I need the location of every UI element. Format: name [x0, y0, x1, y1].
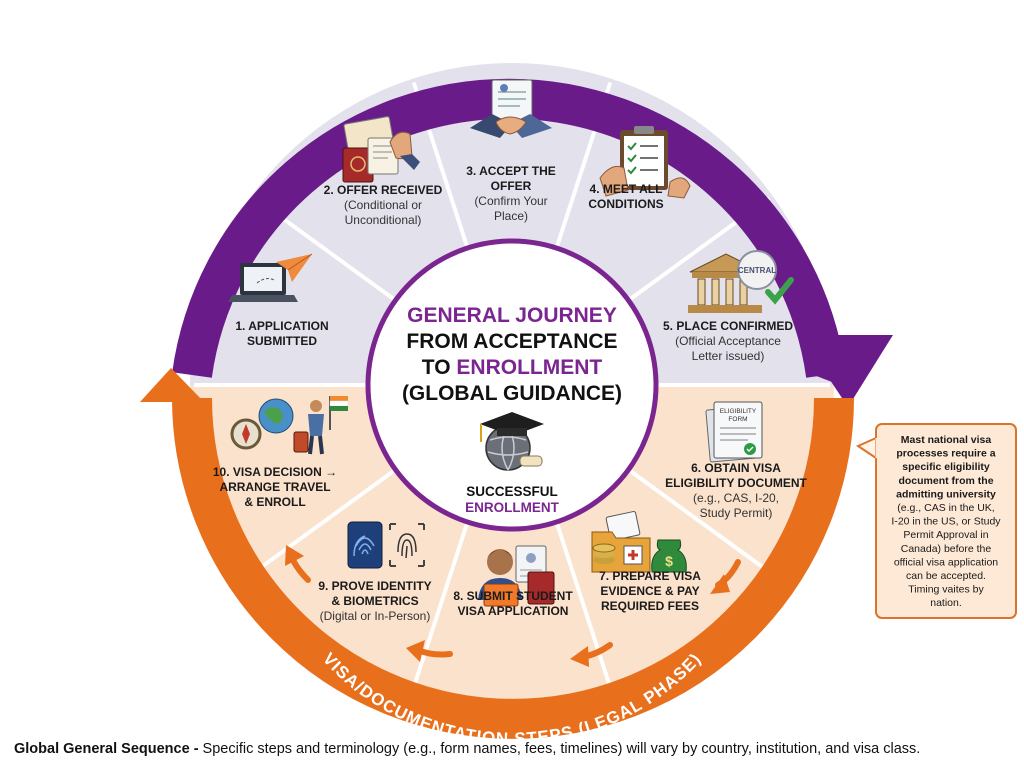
caption-text: Specific steps and terminology (e.g., fo…: [198, 741, 921, 757]
flow-arrows: [245, 88, 756, 667]
visa-half: [190, 385, 834, 707]
travel-globe-luggage-icon: [230, 396, 349, 455]
stamp-text: CENTRAL: [738, 266, 776, 275]
center-sub-line1: SUCCESSFUL: [466, 484, 558, 499]
step-6-detail-line: Study Permit): [700, 506, 773, 520]
offer-documents-icon: [342, 116, 420, 183]
step-8-title-line: VISA APPLICATION: [458, 604, 569, 618]
note-line: I-20 in the US, or Study: [891, 516, 1001, 528]
fingerprint-biometrics-icon: [347, 521, 425, 569]
note-line: specific eligibility: [902, 461, 990, 473]
center-title-line4: (GLOBAL GUIDANCE): [402, 382, 622, 405]
note-line: Timing vaites by: [908, 584, 984, 596]
note-line: admitting university: [896, 488, 996, 500]
center-title-line3: TO ENROLLMENT: [422, 356, 603, 379]
step-8-title-line: 8. SUBMIT STUDENT: [453, 589, 573, 603]
checklist-clipboard-icon: [599, 126, 691, 199]
person-laptop-icon: [478, 545, 555, 607]
footer-caption: Global General Sequence - Specific steps…: [14, 741, 1014, 757]
segment-divider-5: [627, 468, 771, 574]
laptop-paper-plane-icon: [228, 253, 313, 302]
arrow-1-2: [245, 193, 283, 261]
step-3-title-line: OFFER: [491, 179, 532, 193]
step-9-title-line: 9. PROVE IDENTITY: [318, 579, 431, 593]
step-1-title-line: 1. APPLICATION: [235, 319, 328, 333]
folder-fees-icon: $: [591, 511, 687, 573]
step-9-detail-line: (Digital or In-Person): [320, 609, 431, 623]
form-label-line1: ELIGIBILITY: [720, 408, 757, 415]
step-10-title-line: 10. VISA DECISION →: [213, 465, 337, 479]
step-4-title-line: 4. MEET ALL: [590, 182, 663, 196]
svg-text:$: $: [665, 553, 673, 569]
arrow-9-10: [290, 557, 311, 583]
segment-divider-4: [554, 521, 613, 689]
step-4-title-line: CONDITIONS: [588, 197, 663, 211]
step-7-title-line: EVIDENCE & PAY: [600, 584, 699, 598]
eligibility-form-icon: ELIGIBILITY FORM: [705, 401, 763, 463]
university-building-icon: CENTRAL: [688, 250, 794, 313]
note-line: can be accepted.: [906, 570, 986, 582]
step-6-title-line: ELIGIBILITY DOCUMENT: [665, 476, 807, 490]
step-10-title-line: ARRANGE TRAVEL: [219, 480, 330, 494]
note-line: processes require a: [896, 448, 995, 460]
step-3-detail-line: Place): [494, 209, 528, 223]
center-title-line1: GENERAL JOURNEY: [407, 304, 617, 327]
note-line: official visa application: [894, 556, 998, 568]
step-3-detail-line: (Confirm Your: [474, 194, 547, 208]
step-9-title-line: & BIOMETRICS: [331, 594, 418, 608]
step-2-detail-line: (Conditional or: [344, 198, 422, 212]
step-6-title-line: 6. OBTAIN VISA: [691, 461, 781, 475]
note-line: Canada) before the: [901, 543, 992, 555]
arrow-2-3: [392, 95, 441, 116]
center-hub: GENERAL JOURNEY FROM ACCEPTANCE TO ENROL…: [365, 238, 659, 532]
segment-divider-3: [411, 521, 470, 689]
step-7-title-line: REQUIRED FEES: [601, 599, 699, 613]
note-line: (e.g., CAS in the UK,: [897, 502, 994, 514]
step-7-title-line: 7. PREPARE VISA: [599, 569, 701, 583]
step-2-detail-line: Unconditional): [345, 213, 422, 227]
center-sub-line2: ENROLLMENT: [465, 500, 559, 515]
step-5-detail-line: Letter issued): [692, 349, 765, 363]
caption-bold: Global General Sequence -: [14, 741, 199, 757]
step-9-label: 9. PROVE IDENTITY& BIOMETRICS(Digital or…: [318, 579, 431, 623]
note-line: document from the: [898, 475, 993, 487]
note-line: nation.: [930, 597, 962, 609]
step-5-title-line: 5. PLACE CONFIRMED: [663, 319, 793, 333]
form-label-line2: FORM: [728, 416, 747, 423]
handshake-icon: [470, 79, 552, 138]
segment-divider-2: [253, 468, 397, 574]
step-10-label: 10. VISA DECISION →ARRANGE TRAVEL& ENROL…: [213, 465, 337, 509]
note-line: Mast national visa: [901, 434, 992, 446]
step-2-title-line: 2. OFFER RECEIVED: [324, 183, 443, 197]
step-6-detail-line: (e.g., CAS, I-20,: [693, 491, 779, 505]
graduation-globe-icon: [480, 412, 544, 471]
visa-note-callout: Mast national visa processes require aspe…: [855, 423, 1017, 619]
note-line: Permit Approval in: [903, 529, 988, 541]
step-3-title-line: 3. ACCEPT THE: [466, 164, 556, 178]
step-10-title-line: & ENROLL: [244, 495, 305, 509]
step-1-title-line: SUBMITTED: [247, 334, 317, 348]
step-5-detail-line: (Official Acceptance: [675, 334, 781, 348]
center-title-line2: FROM ACCEPTANCE: [406, 330, 617, 353]
